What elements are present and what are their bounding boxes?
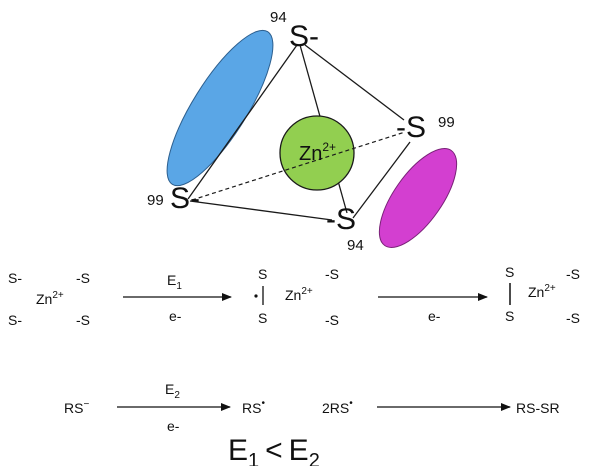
r2-arrow-1-bottom: e-	[167, 418, 180, 434]
vertex-left-label: S-	[170, 182, 200, 215]
edge-left-bottom	[189, 200, 333, 221]
r1-mid-s-top: S	[258, 266, 267, 282]
r1-left-zn: Zn2+	[36, 290, 64, 307]
r1-arrow-1-top: E1	[167, 272, 182, 292]
vertex-top-number: 94	[270, 9, 287, 26]
edge-top-left	[187, 44, 298, 200]
vertex-bottom-label: -S	[326, 203, 356, 236]
r1-right-s-tr: -S	[566, 266, 580, 282]
vertex-right-number: 99	[438, 114, 455, 131]
vertex-bottom-number: 94	[347, 237, 364, 254]
r2-product-2: RS-SR	[516, 400, 560, 416]
r1-right-s-bottom: S	[505, 308, 514, 324]
vertex-top-label: S-	[289, 20, 319, 53]
r2-reactant: RS−	[64, 399, 89, 416]
reaction-1: S- S- Zn2+ -S -S E1 e- S S Zn2+ -S -S e-…	[8, 264, 580, 328]
r1-left-s-tr: -S	[76, 270, 90, 286]
r1-arrow-1-bottom: e-	[169, 308, 182, 324]
r1-mid-s-bottom: S	[258, 310, 267, 326]
r2-arrow-1-top: E2	[165, 381, 180, 401]
zn-circle	[279, 115, 355, 191]
r1-mid-radical-dot	[254, 294, 258, 298]
edge-left-right-dashed	[191, 131, 406, 201]
energy-inequality: E1<E2	[228, 434, 320, 466]
magenta-ellipse	[378, 148, 458, 248]
blue-ellipse	[166, 29, 274, 187]
r1-right-s-top: S	[505, 264, 514, 280]
r2-reactant-2: 2RS•	[322, 398, 353, 416]
zn-label: Zn2+	[299, 140, 336, 165]
edge-right-bottom	[352, 141, 411, 219]
r1-mid-s-br: -S	[325, 312, 339, 328]
edge-top-right	[304, 44, 405, 121]
r1-left-s-tl: S-	[8, 270, 22, 286]
r1-left-s-br: -S	[76, 312, 90, 328]
r1-mid-zn: Zn2+	[285, 286, 313, 303]
vertex-left-number: 99	[147, 192, 164, 209]
r1-mid-s-tr: -S	[325, 266, 339, 282]
r1-left-s-bl: S-	[8, 312, 22, 328]
r2-product-1: RS•	[242, 398, 265, 416]
reaction-2: RS− E2 e- RS• 2RS• RS-SR	[64, 381, 560, 434]
r1-right-zn: Zn2+	[528, 283, 556, 300]
r1-right-s-br: -S	[566, 310, 580, 326]
vertex-right-label: -S	[396, 111, 426, 144]
r1-arrow-2-bottom: e-	[428, 308, 441, 324]
zinc-tetrahedron: Zn2+ 94 S- -S 99 99 S- -S 94	[147, 9, 458, 254]
